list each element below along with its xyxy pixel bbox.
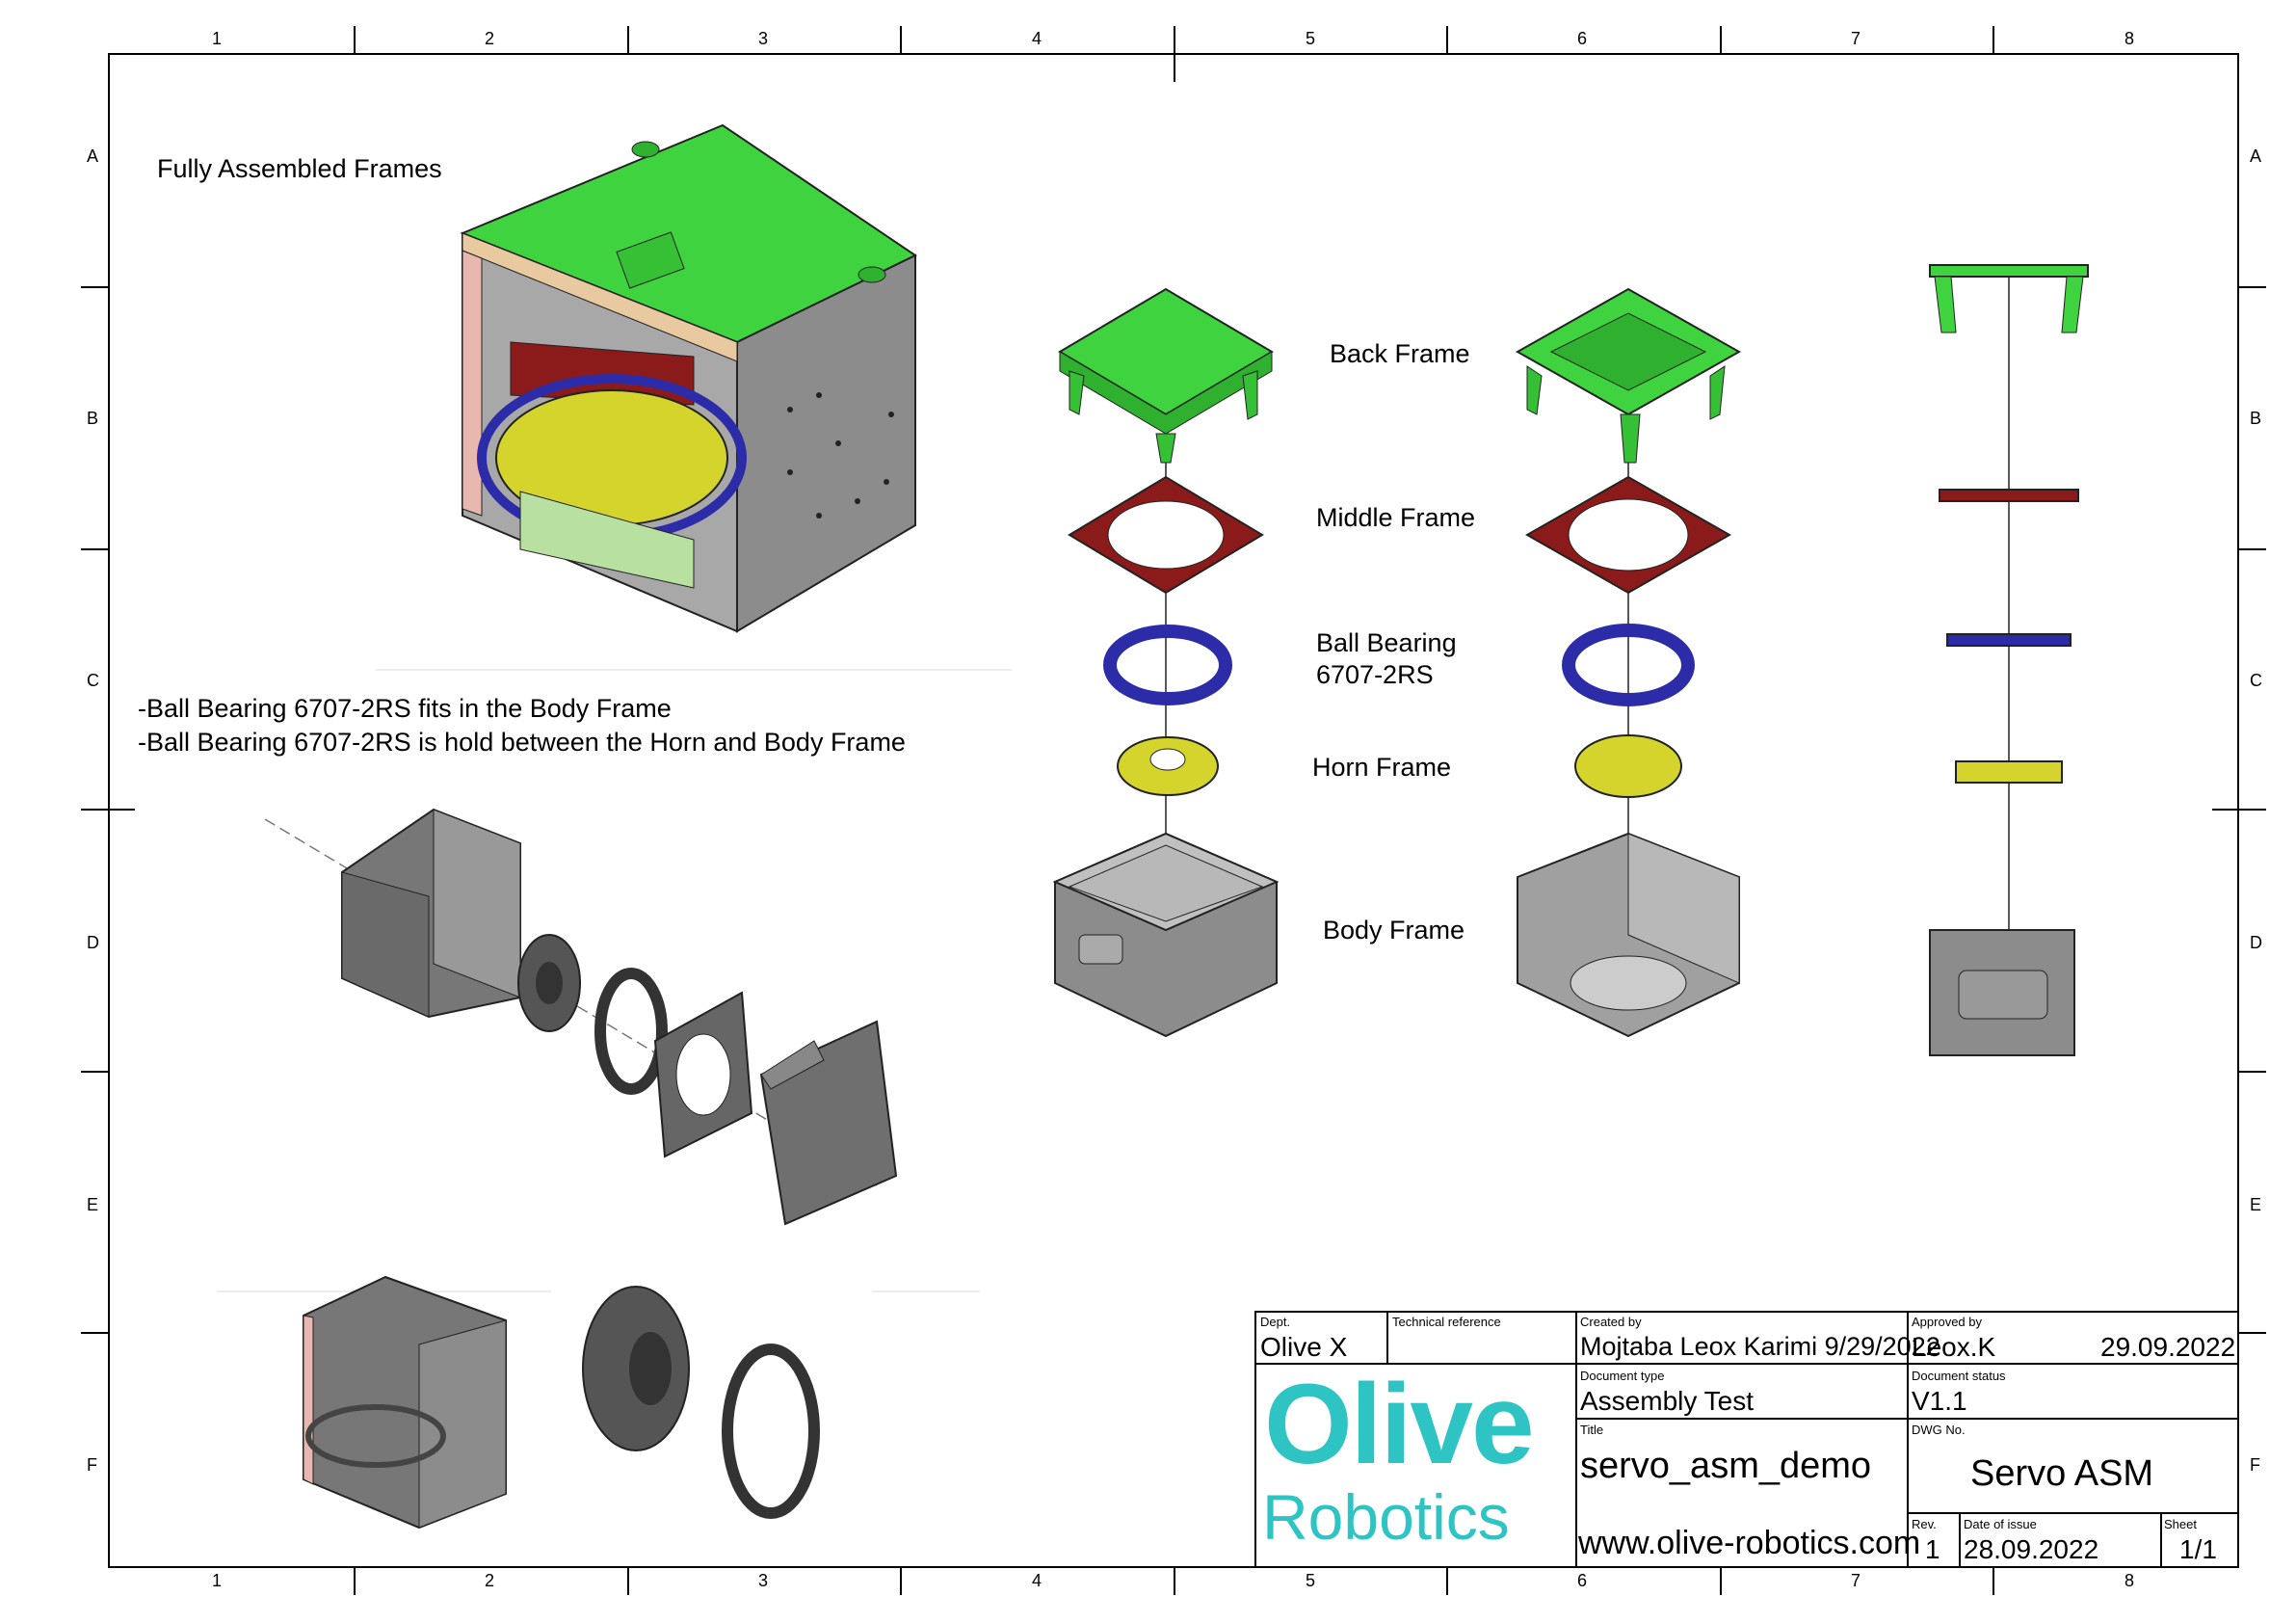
created-value: Mojtaba Leox Karimi 9/29/2022 <box>1580 1332 1940 1361</box>
exploded-column-back <box>1515 287 1742 1038</box>
title-block <box>1254 1311 2239 1568</box>
approved-caption: Approved by <box>1912 1315 1982 1329</box>
zone-row-f-right: F <box>2250 1455 2260 1475</box>
exploded-column-front <box>1052 287 1280 1038</box>
zone-col-2-top: 2 <box>485 29 495 48</box>
approved-date: 29.09.2022 <box>2100 1332 2236 1362</box>
zone-row-a-right: A <box>2250 146 2262 166</box>
assembled-section-view <box>460 123 917 633</box>
zone-row-e-right: E <box>2250 1195 2262 1214</box>
zone-col-6-top: 6 <box>1577 29 1588 48</box>
issue-value: 28.09.2022 <box>1964 1534 2099 1564</box>
dwg-caption: DWG No. <box>1912 1423 1966 1437</box>
docstatus-value: V1.1 <box>1912 1386 1967 1416</box>
label-ball-bearing-model: 6707-2RS <box>1316 660 1434 689</box>
zone-row-c-right: C <box>2250 671 2262 690</box>
dept-value: Olive X <box>1260 1332 1348 1362</box>
zone-row-e-left: E <box>87 1195 99 1214</box>
exploded-view-horizontal <box>264 808 898 1226</box>
zone-col-5-top: 5 <box>1306 29 1316 48</box>
created-caption: Created by <box>1580 1315 1642 1329</box>
logo-wordmark-olive: Olive <box>1264 1361 1535 1488</box>
zone-row-d-right: D <box>2250 933 2262 952</box>
zone-col-8-top: 8 <box>2124 29 2135 48</box>
dwg-value: Servo ASM <box>1970 1453 2154 1494</box>
note-line-2: -Ball Bearing 6707-2RS is hold between t… <box>138 728 906 757</box>
zone-col-4-top: 4 <box>1032 29 1042 48</box>
zone-col-1-top: 1 <box>212 29 223 48</box>
title-caption: Title <box>1580 1423 1604 1437</box>
title-value: servo_asm_demo <box>1580 1446 1872 1486</box>
docstatus-caption: Document status <box>1912 1369 2006 1383</box>
zone-col-3-top: 3 <box>758 29 769 48</box>
zone-row-d-left: D <box>87 933 99 952</box>
zone-col-8-bottom: 8 <box>2124 1571 2135 1590</box>
label-middle-frame: Middle Frame <box>1316 503 1476 532</box>
zone-row-c-left: C <box>87 671 99 690</box>
logo-wordmark-robotics: Robotics <box>1262 1481 1510 1553</box>
olive-robotics-logo: Olive Robotics <box>1260 1367 1573 1564</box>
section-view-small <box>303 1275 820 1530</box>
zone-col-7-bottom: 7 <box>1851 1571 1861 1590</box>
rev-caption: Rev. <box>1912 1517 1937 1531</box>
sheet-caption: Sheet <box>2164 1517 2197 1531</box>
zone-col-5-bottom: 5 <box>1306 1571 1316 1590</box>
zone-row-a-left: A <box>87 146 99 166</box>
dept-caption: Dept. <box>1260 1315 1291 1329</box>
sheet-value: 1/1 <box>2179 1534 2217 1564</box>
label-ball-bearing: Ball Bearing <box>1316 628 1457 657</box>
zone-col-4-bottom: 4 <box>1032 1571 1042 1590</box>
zone-col-2-bottom: 2 <box>485 1571 495 1590</box>
label-body-frame: Body Frame <box>1323 916 1465 945</box>
issue-caption: Date of issue <box>1964 1517 2037 1531</box>
assembled-heading: Fully Assembled Frames <box>157 154 442 183</box>
label-back-frame: Back Frame <box>1330 339 1470 368</box>
zone-col-1-bottom: 1 <box>212 1571 223 1590</box>
zone-row-b-right: B <box>2250 409 2262 428</box>
rev-value: 1 <box>1925 1534 1940 1564</box>
website-text: www.olive-robotics.com <box>1578 1525 1921 1561</box>
note-line-1: -Ball Bearing 6707-2RS fits in the Body … <box>138 694 672 723</box>
zone-row-f-left: F <box>87 1455 97 1475</box>
zone-row-b-left: B <box>87 409 99 428</box>
orthographic-column-side <box>1929 264 2089 1056</box>
doctype-caption: Document type <box>1580 1369 1665 1383</box>
techref-caption: Technical reference <box>1392 1315 1501 1329</box>
zone-col-6-bottom: 6 <box>1577 1571 1588 1590</box>
zone-col-7-top: 7 <box>1851 29 1861 48</box>
zone-col-3-bottom: 3 <box>758 1571 769 1590</box>
label-horn-frame: Horn Frame <box>1312 753 1452 782</box>
approved-value: Leox.K <box>1912 1332 1996 1362</box>
doctype-value: Assembly Test <box>1580 1386 1754 1416</box>
